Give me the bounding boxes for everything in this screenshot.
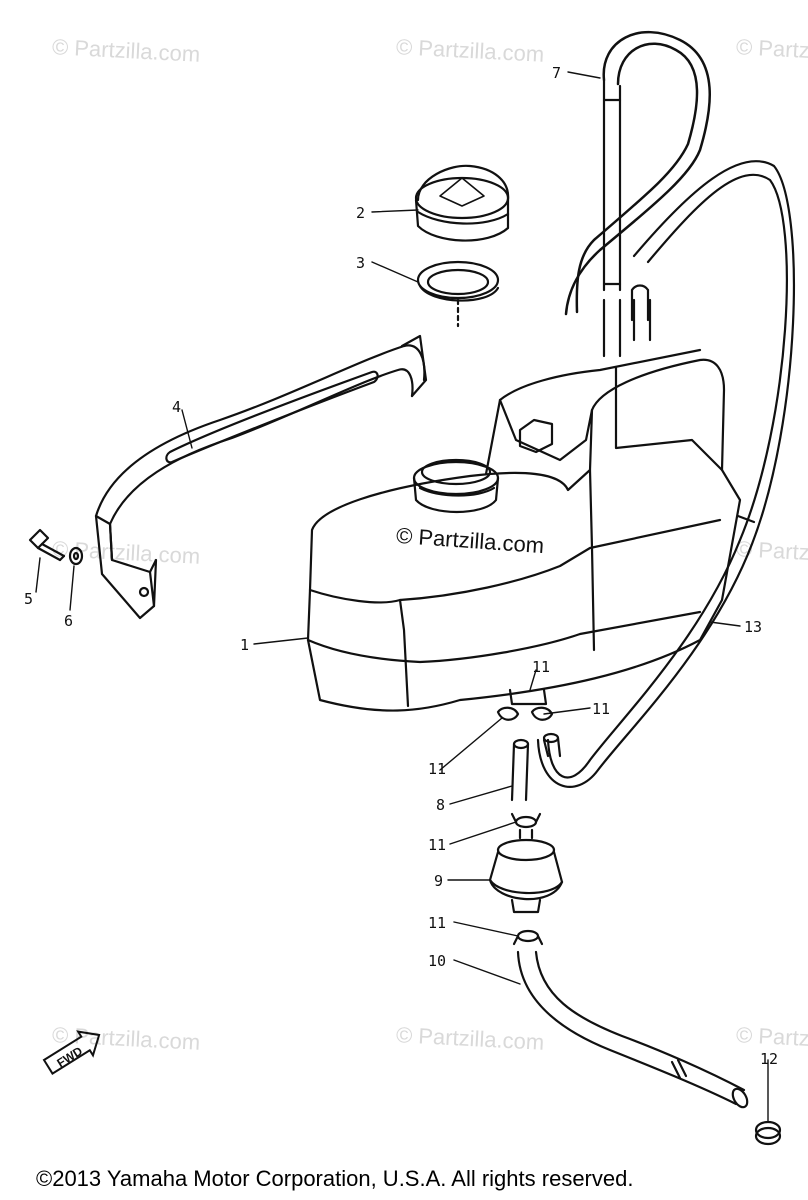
- fuel-hose-short: [510, 732, 562, 802]
- leader-lines: [35, 71, 769, 1123]
- forward-arrow-icon: [42, 1030, 101, 1075]
- callout-11: 11: [592, 700, 611, 718]
- callout-11: 11: [428, 914, 447, 932]
- callout-3: 3: [356, 254, 366, 272]
- callout-11: 11: [428, 836, 447, 854]
- callout-2: 2: [356, 204, 366, 222]
- callout-11: 11: [532, 658, 551, 676]
- tank-bracket: [94, 334, 428, 620]
- callout-6: 6: [64, 612, 74, 630]
- callout-7: 7: [552, 64, 562, 82]
- filler-cap: [414, 164, 510, 242]
- end-clip: [754, 1120, 782, 1146]
- vent-hose: [564, 30, 711, 322]
- fuel-filter: [488, 828, 564, 914]
- bolt: [28, 528, 66, 562]
- callout-13: 13: [744, 618, 763, 636]
- hose-clip: [512, 929, 544, 946]
- callout-4: 4: [172, 398, 182, 416]
- gasket: [416, 260, 500, 328]
- fuel-tank: [306, 298, 742, 712]
- callout-11: 11: [428, 760, 447, 778]
- callout-10: 10: [428, 952, 447, 970]
- fuel-hose-long: [516, 950, 749, 1109]
- callout-1: 1: [240, 636, 250, 654]
- callout-9: 9: [434, 872, 444, 890]
- hose-clip: [496, 706, 554, 721]
- callout-12: 12: [760, 1050, 779, 1068]
- washer: [68, 546, 84, 566]
- callout-8: 8: [436, 796, 446, 814]
- copyright-footer: ©2013 Yamaha Motor Corporation, U.S.A. A…: [36, 1166, 634, 1191]
- callout-5: 5: [24, 590, 34, 608]
- overflow-hose: [536, 160, 796, 788]
- hose-clip: [510, 812, 542, 829]
